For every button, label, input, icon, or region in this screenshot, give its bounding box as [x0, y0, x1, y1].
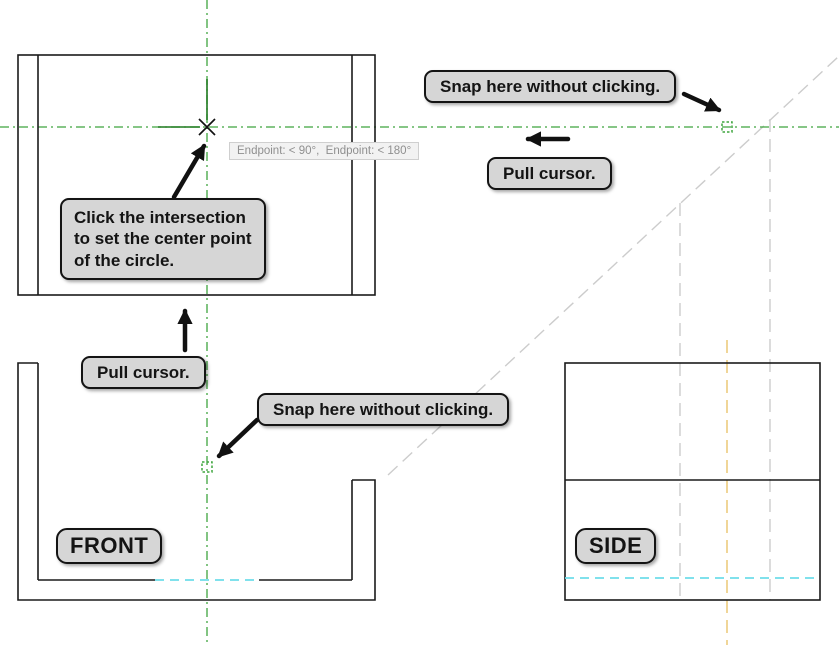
- top-view-outline: [17, 54, 376, 296]
- callout-click-intersection-line3: of the circle.: [74, 250, 175, 270]
- callout-snap-side: Snap here without clicking.: [424, 70, 677, 104]
- callout-click-intersection-line1: Click the intersection: [74, 208, 246, 227]
- front-view: [17, 362, 376, 601]
- arrow-to-side-snap-point: [681, 91, 722, 113]
- callout-pull-cursor-side: Pull cursor.: [487, 157, 612, 191]
- callout-click-intersection-line2: to set the center point: [74, 229, 252, 249]
- front-view-label: FRONT: [56, 528, 163, 564]
- side-view: [564, 362, 821, 601]
- arrow-to-front-snap-point: [216, 417, 260, 459]
- side-view-outline: [564, 362, 821, 601]
- callout-pull-cursor-front: Pull cursor.: [81, 356, 206, 390]
- front-view-outline: [17, 362, 376, 601]
- callout-snap-front: Snap here without clicking.: [257, 393, 510, 427]
- arrow-to-intersection: [171, 143, 207, 200]
- side-view-label: SIDE: [575, 528, 657, 564]
- callout-click-intersection: Click the intersection to set the center…: [60, 198, 266, 280]
- acquired-point-marker-side[interactable]: [721, 121, 733, 133]
- crosshair-x-marker[interactable]: [198, 118, 216, 136]
- top-view: [17, 54, 376, 296]
- acquired-point-marker-front[interactable]: [201, 461, 213, 473]
- osnap-tooltip: Endpoint: < 90°, Endpoint: < 180°: [229, 142, 420, 160]
